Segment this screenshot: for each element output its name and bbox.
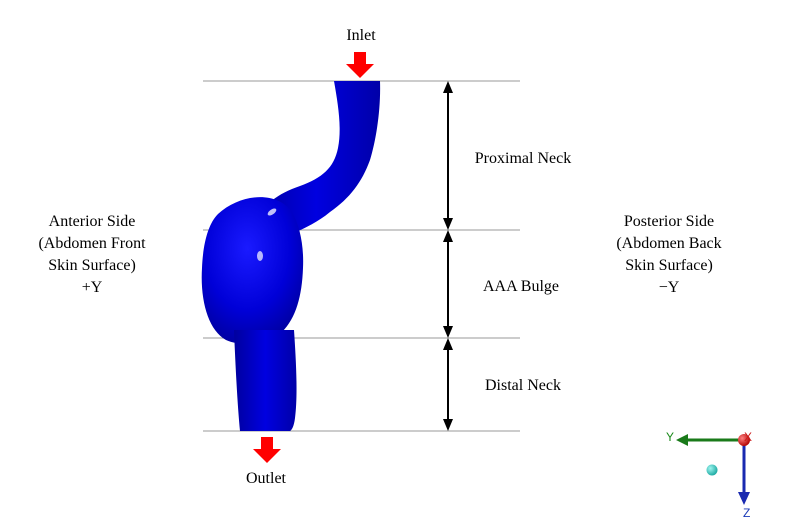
- proximal-neck-segment: [252, 81, 381, 232]
- distal-neck-dimension: [443, 338, 453, 431]
- anterior-side-label: Anterior Side (Abdomen Front Skin Surfac…: [38, 213, 146, 296]
- z-axis-label: Z: [743, 506, 750, 520]
- proximal-neck-dimension: [443, 81, 453, 230]
- x-axis-label: X: [744, 430, 752, 444]
- vessel-highlight: [257, 251, 263, 261]
- posterior-side-label: Posterior Side (Abdomen Back Skin Surfac…: [616, 213, 721, 296]
- proximal-neck-label: Proximal Neck: [475, 150, 571, 167]
- axis-triad: Y X Z: [666, 430, 752, 520]
- outlet-label: Outlet: [246, 470, 287, 487]
- inlet-arrow: [346, 52, 374, 78]
- svg-text:(Abdomen Back: (Abdomen Back: [616, 235, 721, 252]
- z-axis-arrowhead: [738, 492, 750, 505]
- view-point-sphere: [706, 464, 718, 476]
- vessel-highlight: [267, 208, 277, 216]
- outlet-arrow: [253, 437, 281, 463]
- inlet-label: Inlet: [346, 27, 376, 44]
- y-axis-arrowhead: [676, 434, 688, 446]
- aaa-bulge-dimension: [443, 230, 453, 338]
- svg-text:(Abdomen Front: (Abdomen Front: [38, 235, 146, 252]
- svg-text:+Y: +Y: [82, 279, 103, 296]
- svg-text:Skin Surface): Skin Surface): [625, 257, 713, 274]
- aaa-bulge-label: AAA Bulge: [483, 278, 559, 295]
- x-axis-sphere: [738, 434, 750, 446]
- distal-neck-segment: [234, 330, 297, 431]
- svg-text:Skin Surface): Skin Surface): [48, 257, 136, 274]
- svg-text:Anterior Side: Anterior Side: [49, 213, 136, 230]
- distal-neck-label: Distal Neck: [485, 377, 561, 394]
- svg-text:−Y: −Y: [659, 279, 680, 296]
- aaa-bulge-segment: [201, 197, 304, 345]
- svg-text:Posterior Side: Posterior Side: [624, 213, 714, 230]
- y-axis-label: Y: [666, 430, 674, 444]
- aorta-vessel: [201, 81, 381, 431]
